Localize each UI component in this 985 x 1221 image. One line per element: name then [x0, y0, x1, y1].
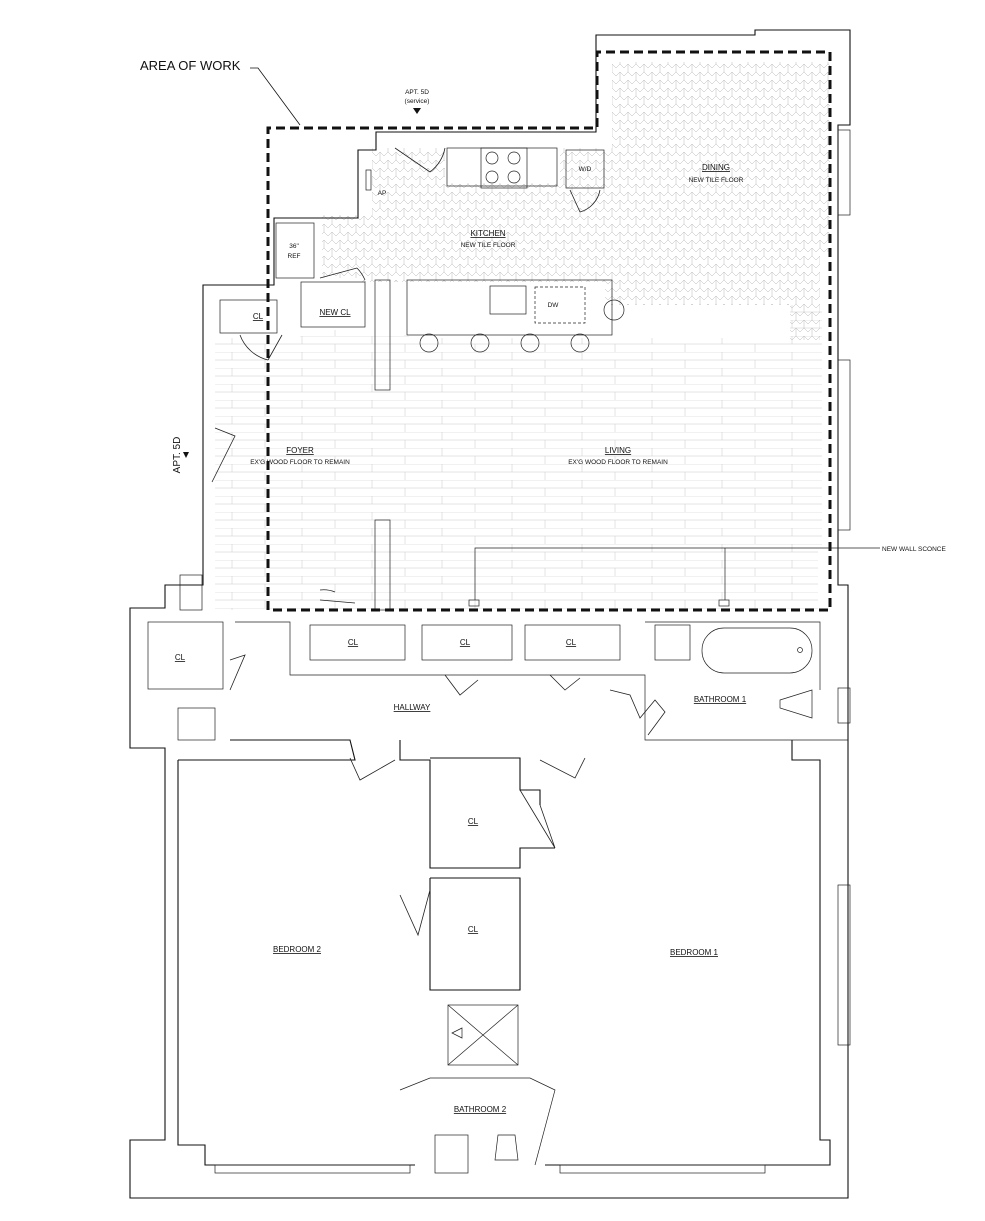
bedroom2-label: BEDROOM 2 — [273, 945, 322, 954]
foyer-note: EX'G WOOD FLOOR TO REMAIN — [250, 459, 350, 466]
kitchen-dining-tile-floor — [322, 62, 830, 340]
closet-label-hall-1: CL — [348, 638, 359, 647]
new-closet-label: NEW CL — [319, 308, 351, 317]
closet-label-center-2: CL — [468, 925, 479, 934]
area-of-work-label: AREA OF WORK — [140, 58, 241, 73]
door-swings — [211, 147, 666, 937]
kitchen-note: NEW TILE FLOOR — [461, 242, 516, 249]
sconce-callout-label: NEW WALL SCONCE — [882, 546, 946, 553]
bathroom2-label: BATHROOM 2 — [454, 1105, 507, 1114]
apt-service-sub-label: (service) — [405, 98, 430, 105]
kitchen-label: KITCHEN — [470, 229, 505, 238]
dishwasher-label: DW — [548, 302, 560, 309]
apt-entry-label: APT. 5D — [172, 437, 183, 474]
closet-label-center-1: CL — [468, 817, 479, 826]
bedroom1-label: BEDROOM 1 — [670, 948, 719, 957]
entry-arrow-icon — [183, 452, 189, 458]
dining-note: NEW TILE FLOOR — [689, 177, 744, 184]
hallway-label: HALLWAY — [394, 703, 431, 712]
closet-label-west: CL — [175, 653, 186, 662]
interior-walls — [147, 519, 848, 1174]
refrigerator-label: REF — [288, 253, 301, 260]
living-note: EX'G WOOD FLOOR TO REMAIN — [568, 459, 668, 466]
refrigerator-size-label: 36" — [289, 243, 299, 250]
area-of-work-boundary — [250, 50, 832, 612]
exterior-walls — [129, 29, 851, 1199]
living-label: LIVING — [605, 446, 631, 455]
foyer-living-wood-floor — [215, 305, 822, 610]
closet-label-hall-2: CL — [460, 638, 471, 647]
windows-right — [214, 129, 851, 1174]
ap-label: AP — [378, 190, 387, 197]
kitchen-counters — [219, 147, 625, 391]
foyer-label: FOYER — [286, 446, 314, 455]
closet-label-foyer: CL — [253, 312, 264, 321]
closet-label-hall-3: CL — [566, 638, 577, 647]
dining-label: DINING — [702, 163, 730, 172]
apt-service-label: APT. 5D — [405, 89, 429, 96]
service-arrow-icon — [413, 108, 421, 114]
bathroom1-label: BATHROOM 1 — [694, 695, 747, 704]
sconce-callout-leader — [468, 547, 880, 607]
washer-dryer-label: W/D — [579, 166, 592, 173]
